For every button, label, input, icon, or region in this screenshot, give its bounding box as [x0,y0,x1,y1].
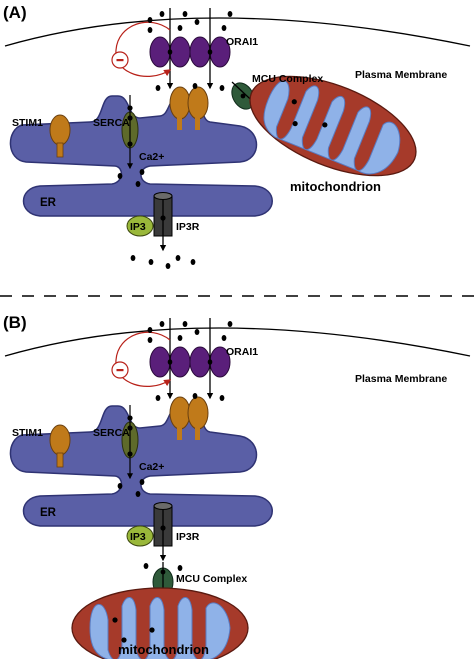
orai1-label: ORAI1 [226,346,258,358]
er-label: ER [40,507,57,519]
calcium-label: Ca2+ [139,461,164,473]
calcium-ions-cytosol [130,255,196,269]
calcium-label: Ca2+ [139,151,164,163]
mcu-complex-label: MCU Complex [252,73,323,85]
mitochondrion-label: mitochondrion [118,642,209,657]
ip3-label: IP3 [130,221,146,233]
panel-b: (B) ORAI1 Plasma Membrane MCU Complex ST… [3,313,471,659]
panel-a: (A) ORAI1 Plasma Membrane MCU Comple [3,3,471,269]
ip3r-label: IP3R [176,221,200,233]
plasma-membrane-label: Plasma Membrane [355,373,447,385]
plasma-membrane-label: Plasma Membrane [355,69,447,81]
mcu-complex-label: MCU Complex [176,573,247,585]
ip3-label: IP3 [130,531,146,543]
serca-label: SERCA [93,427,130,439]
mitochondrion-label: mitochondrion [290,179,381,194]
panel-a-letter: (A) [3,3,27,22]
er-label: ER [40,197,57,209]
panel-b-letter: (B) [3,313,27,332]
calcium-ions-cytosol [143,563,183,571]
serca-label: SERCA [93,117,130,129]
orai1-label: ORAI1 [226,36,258,48]
stim1-label: STIM1 [12,117,43,129]
stim1-label: STIM1 [12,427,43,439]
ip3r-label: IP3R [176,531,200,543]
